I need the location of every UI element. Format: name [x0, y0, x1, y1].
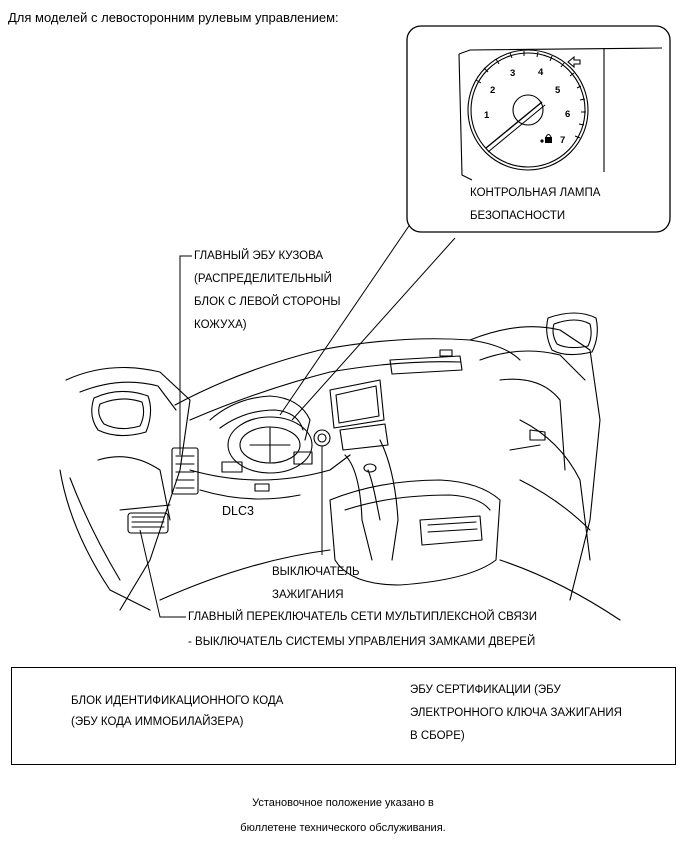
- gauge-tick-3: 3: [510, 68, 515, 79]
- security-lamp-label-line1: КОНТРОЛЬНАЯ ЛАМПА: [470, 187, 601, 199]
- gauge-inset-frame: [406, 25, 671, 233]
- security-lamp-icon: [540, 134, 552, 143]
- main-body-ecu-label-line1: ГЛАВНЫЙ ЭБУ КУЗОВА: [194, 250, 324, 262]
- tachometer-gauge: [458, 47, 663, 181]
- leader-lines: [139, 148, 550, 618]
- gauge-tick-2: 2: [490, 85, 495, 96]
- gauge-tick-5: 5: [555, 85, 561, 96]
- certification-ecu-label-line1: ЭБУ СЕРТИФИКАЦИИ (ЭБУ: [410, 684, 561, 696]
- main-body-ecu-label-line4: КОЖУХА): [194, 319, 247, 331]
- multiplex-switch-label-line1: ГЛАВНЫЙ ПЕРЕКЛЮЧАТЕЛЬ СЕТИ МУЛЬТИПЛЕКСНО…: [188, 611, 537, 623]
- gauge-tick-6: 6: [565, 109, 570, 120]
- ignition-switch-label-line2: ЗАЖИГАНИЯ: [272, 589, 344, 601]
- certification-ecu-label-line2: ЭЛЕКТРОННОГО КЛЮЧА ЗАЖИГАНИЯ: [410, 707, 622, 719]
- certification-ecu-label-line3: В СБОРЕ): [410, 730, 465, 742]
- id-code-box-label-line1: БЛОК ИДЕНТИФИКАЦИОННОГО КОДА: [71, 695, 284, 707]
- main-body-ecu-label-line3: БЛОК С ЛЕВОЙ СТОРОНЫ: [194, 296, 341, 308]
- id-code-box-label-line2: (ЭБУ КОДА ИММОБИЛАЙЗЕРА): [71, 716, 244, 728]
- main-body-ecu-label-line2: (РАСПРЕДЕЛИТЕЛЬНЫЙ: [194, 273, 332, 285]
- footer-note-line2: бюллетене технического обслуживания.: [240, 822, 446, 834]
- gauge-tick-4: 4: [538, 67, 544, 78]
- page-title: Для моделей с левосторонним рулевым упра…: [8, 10, 339, 25]
- footer-note-line1: Установочное положение указано в: [252, 797, 434, 809]
- legend-box: [11, 667, 676, 765]
- ignition-switch-label-line1: ВЫКЛЮЧАТЕЛЬ: [272, 566, 360, 578]
- gauge-tick-7: 7: [560, 135, 565, 146]
- gauge-tick-1: 1: [484, 110, 490, 121]
- security-lamp-label-line2: БЕЗОПАСНОСТИ: [470, 210, 566, 222]
- dlc3-label: DLC3: [222, 504, 254, 518]
- gauge-tick-labels: 1 2 3 4 5 6 7: [484, 67, 570, 146]
- multiplex-switch-label-line2: - ВЫКЛЮЧАТЕЛЬ СИСТЕМЫ УПРАВЛЕНИЯ ЗАМКАМИ…: [188, 636, 536, 648]
